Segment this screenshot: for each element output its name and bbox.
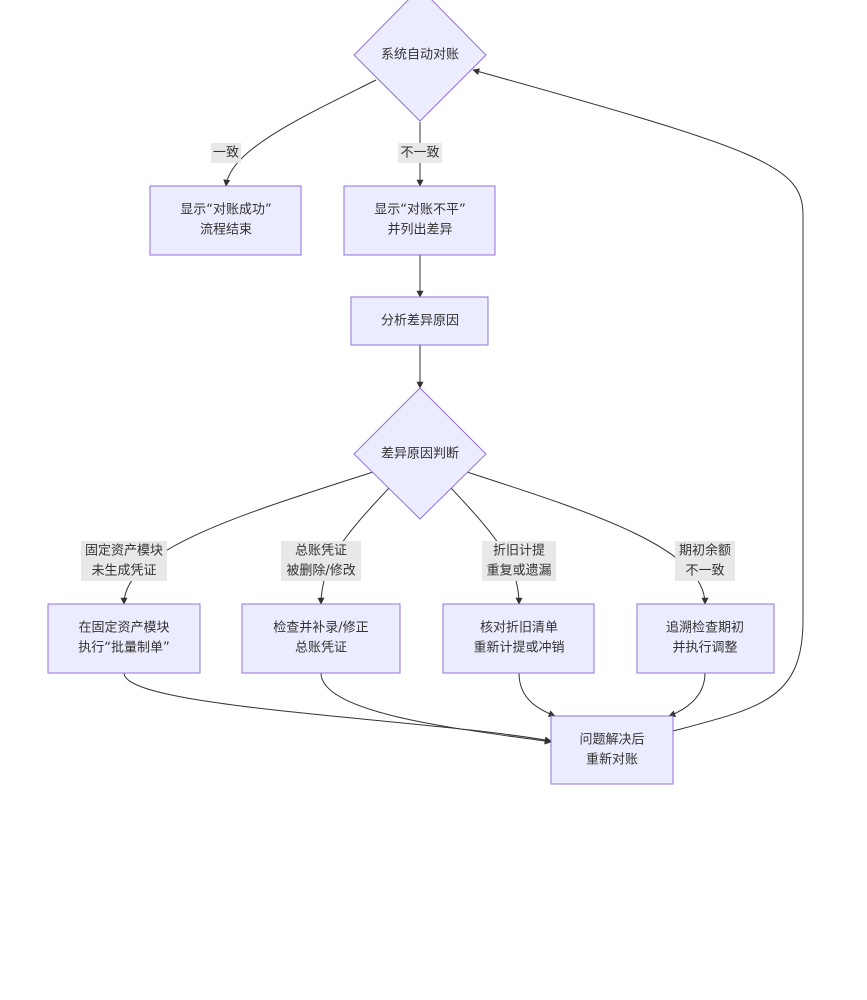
edge-label-line: 被删除/修改 — [286, 564, 355, 579]
process-box — [47, 603, 201, 674]
edge-batch-to-redo — [123, 672, 552, 744]
node-label: 流程结束 — [200, 223, 252, 238]
process-box — [442, 603, 595, 674]
decision-diamond — [353, 0, 487, 122]
edge-label-no-voucher: 固定资产模块 未生成凭证 — [81, 541, 167, 581]
edge-label-consistent: 一致 — [211, 143, 241, 163]
edge-depr-to-redo — [518, 672, 556, 717]
node-batch-voucher: 在固定资产模块 执行“批量制单” — [47, 603, 201, 674]
node-fix-voucher: 检查并补录/修正 总账凭证 — [241, 603, 401, 674]
node-label: 问题解决后 — [579, 733, 644, 748]
edge-label-voucher-deleted: 总账凭证 被删除/修改 — [281, 541, 361, 581]
node-label: 总账凭证 — [295, 641, 347, 656]
edge-trace-to-redo — [668, 672, 706, 718]
node-auto-reconcile: 系统自动对账 — [353, 0, 487, 122]
edge-label-line: 折旧计提 — [493, 543, 545, 559]
edge-label-line: 不一致 — [400, 146, 439, 161]
node-label: 显示“对账不平” — [374, 203, 465, 218]
process-box — [149, 185, 302, 256]
node-label: 重新计提或冲销 — [473, 640, 564, 656]
node-label: 重新对账 — [586, 752, 638, 768]
node-label: 系统自动对账 — [381, 48, 459, 63]
node-trace-opening: 追溯检查期初 并执行调整 — [636, 603, 775, 674]
node-label: 在固定资产模块 — [78, 621, 169, 636]
node-label: 核对折旧清单 — [480, 621, 558, 636]
edge-judge-to-batch — [120, 471, 374, 605]
edge-fix-to-redo — [320, 672, 552, 745]
edge-label-line: 未生成凭证 — [91, 564, 156, 579]
edge-label-line: 固定资产模块 — [85, 544, 163, 559]
node-label: 执行“批量制单” — [78, 641, 169, 656]
process-box — [636, 603, 775, 674]
edge-label-inconsistent: 不一致 — [398, 143, 442, 163]
edge-label-opening-mismatch: 期初余额 不一致 — [675, 541, 735, 581]
node-re-reconcile: 问题解决后 重新对账 — [550, 715, 674, 785]
node-label: 追溯检查期初 — [666, 620, 744, 636]
node-label: 分析差异原因 — [381, 314, 459, 329]
edge-label-depr-error: 折旧计提 重复或遗漏 — [482, 541, 556, 581]
node-show-success: 显示“对账成功” 流程结束 — [149, 185, 302, 256]
edge-label-line: 期初余额 — [679, 543, 731, 559]
node-show-unbalanced: 显示“对账不平” 并列出差异 — [343, 185, 496, 256]
node-label: 并执行调整 — [672, 641, 737, 656]
edge-redo-to-auto — [472, 68, 804, 732]
node-label: 并列出差异 — [387, 223, 452, 238]
node-label: 差异原因判断 — [381, 447, 459, 462]
node-judge-cause: 差异原因判断 — [353, 387, 487, 520]
process-box — [343, 185, 496, 256]
node-analyze-cause: 分析差异原因 — [350, 296, 489, 346]
node-label: 显示“对账成功” — [180, 203, 271, 218]
decision-diamond — [353, 387, 487, 520]
edge-judge-to-trace — [466, 471, 709, 605]
edge-label-line: 总账凭证 — [295, 544, 347, 559]
process-box — [550, 715, 674, 785]
node-check-depreciation: 核对折旧清单 重新计提或冲销 — [442, 603, 595, 674]
edge-label-line: 一致 — [213, 146, 239, 161]
process-box — [350, 296, 489, 346]
edge-label-line: 不一致 — [685, 564, 724, 579]
edge-label-line: 重复或遗漏 — [486, 563, 551, 579]
process-box — [241, 603, 401, 674]
edge-auto-to-success — [223, 79, 377, 187]
node-label: 检查并补录/修正 — [273, 621, 368, 636]
